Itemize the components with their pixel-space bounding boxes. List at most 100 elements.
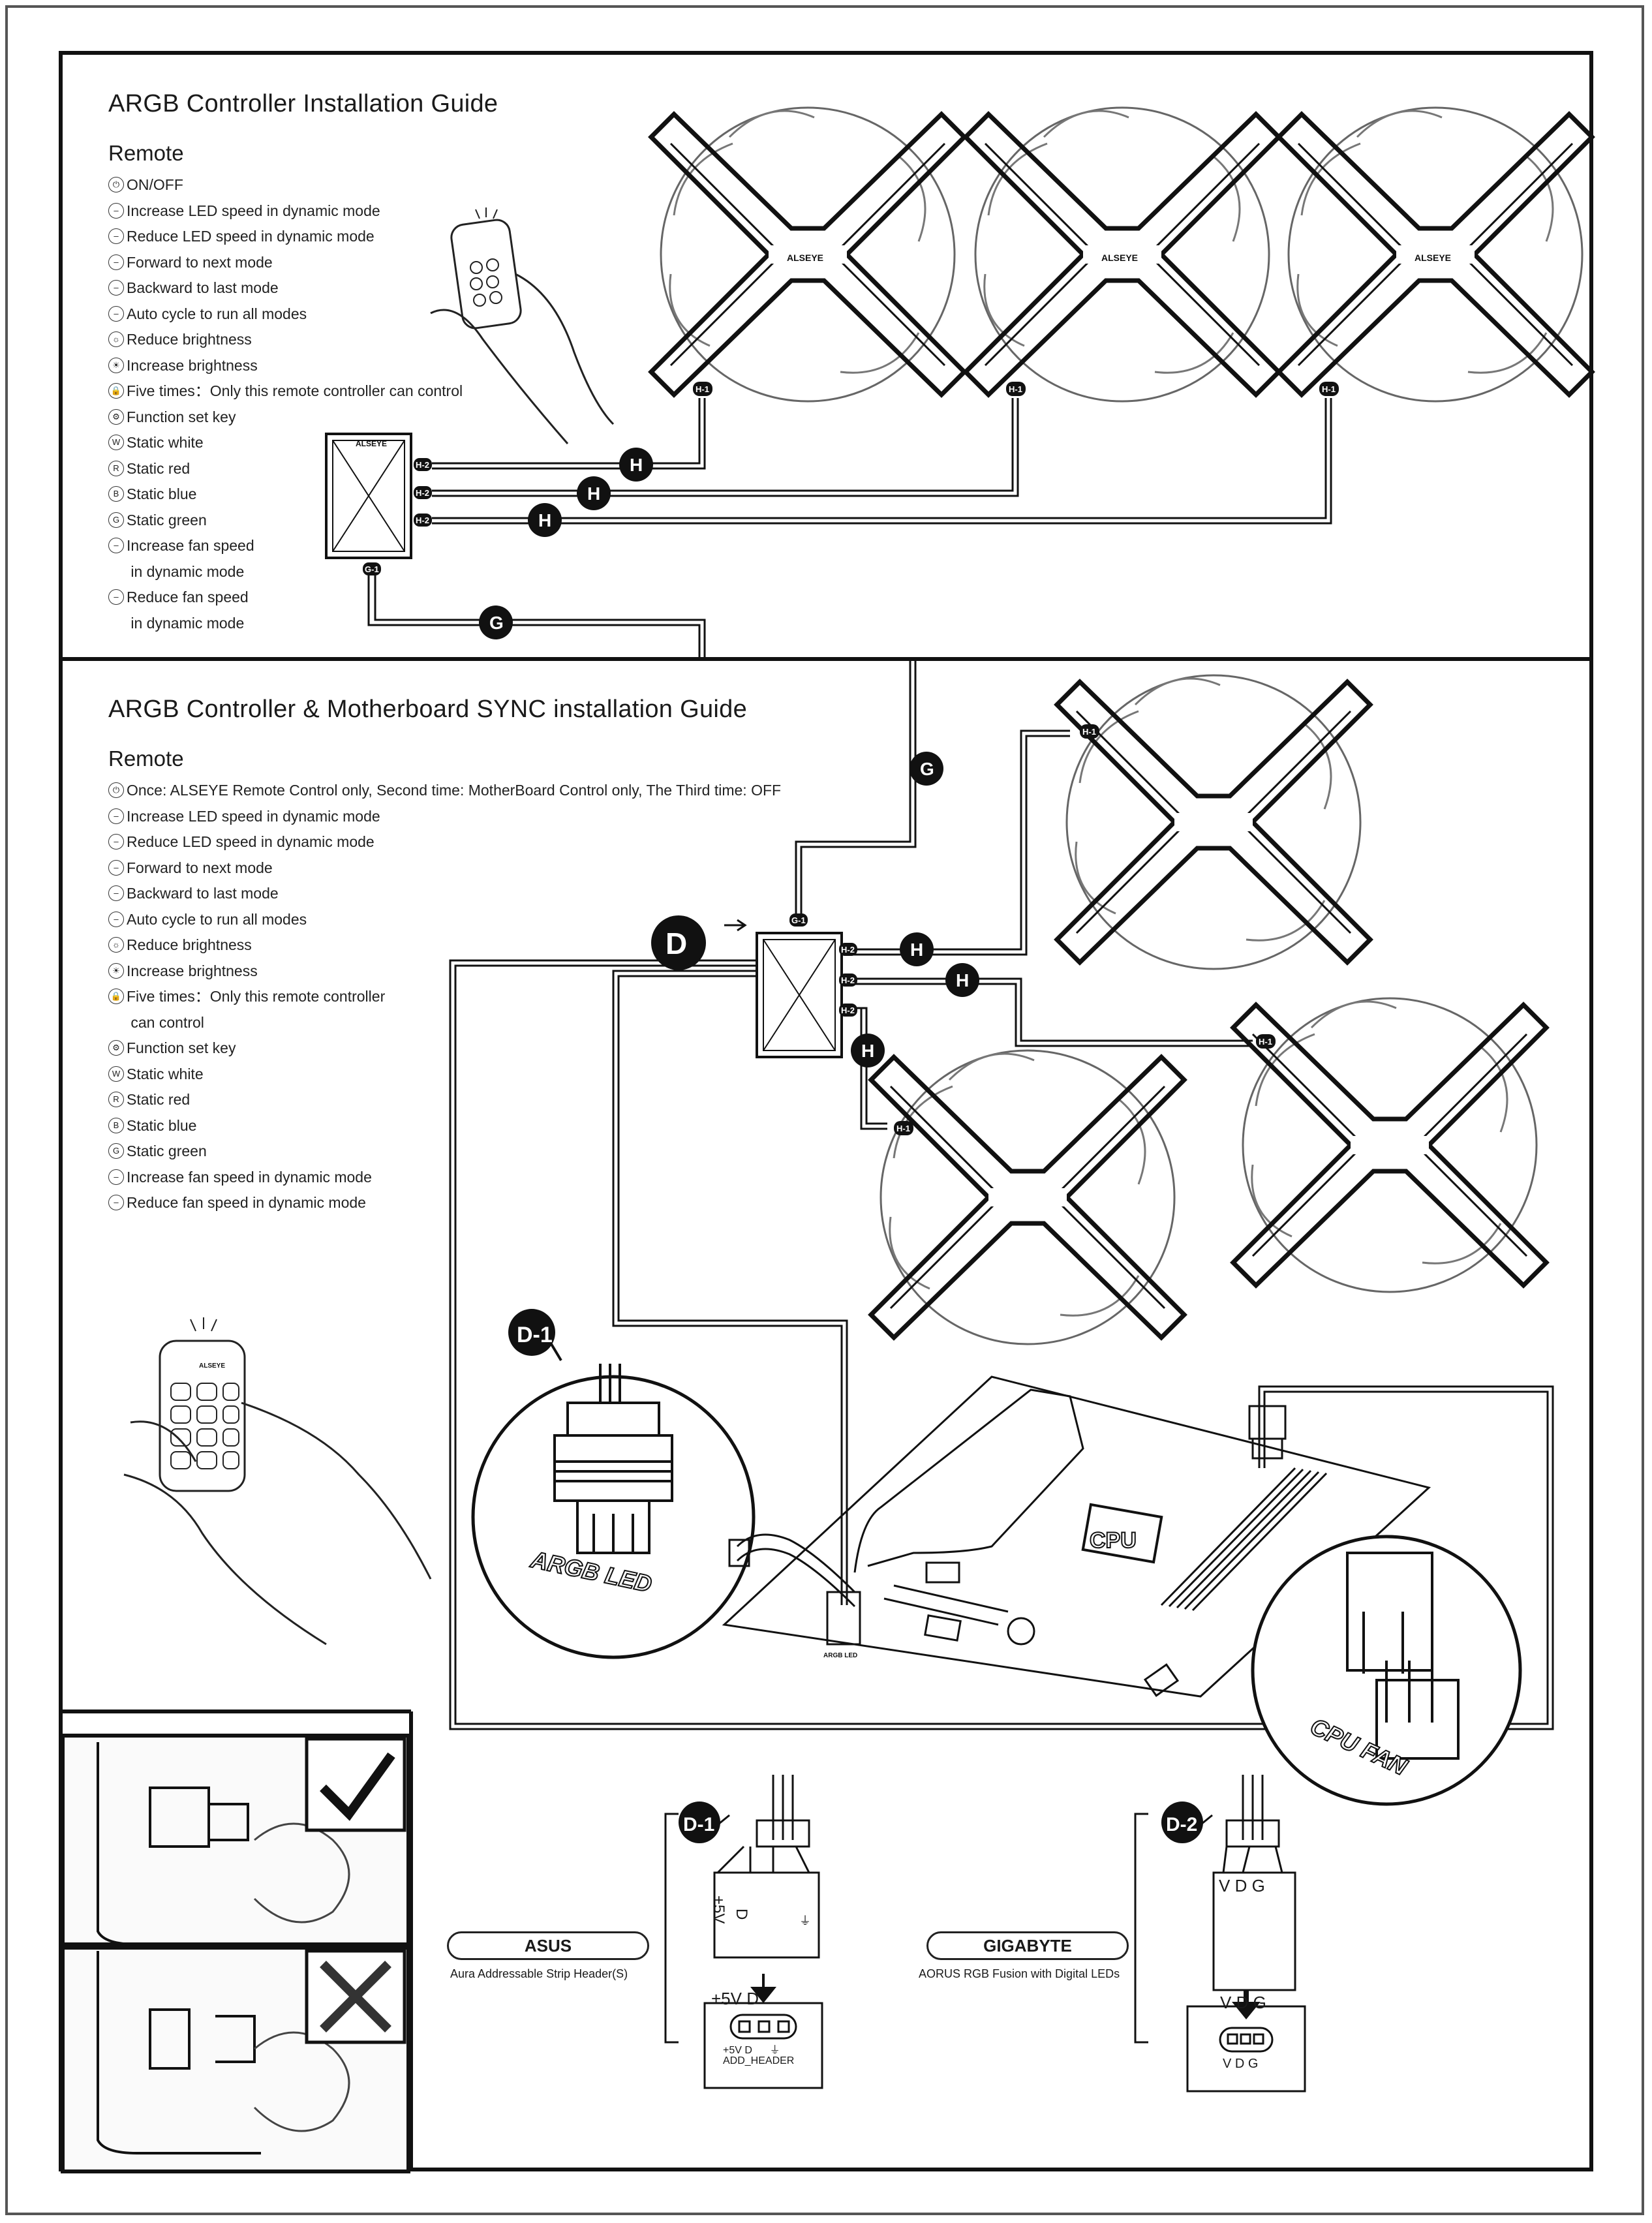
connector-labels-2: G-1 H-2 H-2 H-2 H-1 H-1 H-1 xyxy=(789,724,1276,1135)
gear-icon: ⚙ xyxy=(108,1040,124,1056)
remote-function-text: Increase fan speed in dynamic mode xyxy=(127,537,254,580)
section1-title: ARGB Controller Installation Guide xyxy=(108,90,498,117)
speed-up-icon: – xyxy=(108,808,124,824)
svg-text:H-1: H-1 xyxy=(1082,727,1096,737)
remote-function-item: ⏻ON/OFF xyxy=(108,172,463,198)
asus-pin-d: D xyxy=(733,1909,750,1920)
auto-cycle-icon: – xyxy=(108,911,124,927)
remote-function-text: Static green xyxy=(127,1142,207,1159)
remote-function-text: Five times：Only this remote controller c… xyxy=(127,382,463,399)
remote-function-item: –Forward to next mode xyxy=(108,250,463,276)
section2-remote-heading: Remote xyxy=(108,746,184,771)
asus-label: ASUS xyxy=(447,1931,649,1960)
r-icon: R xyxy=(108,1092,124,1107)
remote-in-hand-1 xyxy=(430,207,615,444)
remote-function-text: Increase LED speed in dynamic mode xyxy=(127,202,380,219)
remote-function-item: –Backward to last mode xyxy=(108,275,463,301)
backward-icon: – xyxy=(108,280,124,296)
remote-function-item: –Backward to last mode xyxy=(108,881,781,907)
gigabyte-box-pins: V D G xyxy=(1223,2057,1259,2071)
section2-title: ARGB Controller & Motherboard SYNC insta… xyxy=(108,696,747,723)
remote-function-item: –Forward to next mode xyxy=(108,855,781,882)
svg-text:H-1: H-1 xyxy=(896,1124,910,1133)
svg-text:H: H xyxy=(910,940,923,960)
brightness-up-icon: ☀ xyxy=(108,357,124,373)
connector-labels-1: H-2 H-2 H-2 G-1 H-1 H-1 H-1 xyxy=(363,382,1339,575)
fan-6 xyxy=(871,1050,1184,1344)
cpu-label: CPU xyxy=(1090,1528,1137,1553)
gigabyte-description: AORUS RGB Fusion with Digital LEDs xyxy=(919,1967,1120,1980)
w-icon: W xyxy=(108,435,124,450)
connector-photo-correct xyxy=(61,1734,410,1946)
fan-brand-2: ALSEYE xyxy=(1101,253,1138,263)
remote-function-item: –Reduce fan speed in dynamic mode xyxy=(108,585,463,636)
asus-box-pins: +5V D ⏚ xyxy=(723,2045,780,2056)
remote-function-text: Increase brightness xyxy=(127,962,258,979)
remote-function-item: ☼Reduce brightness xyxy=(108,327,463,353)
svg-text:H-1: H-1 xyxy=(1322,384,1336,394)
svg-text:H-2: H-2 xyxy=(416,515,429,525)
remote-function-item: –Reduce fan speed in dynamic mode xyxy=(108,1190,781,1216)
speed-down-icon: – xyxy=(108,228,124,244)
remote-function-item: 🔒Five times：Only this remote controller … xyxy=(108,378,463,405)
d2-gigabyte-badge: D-2 xyxy=(1166,1814,1197,1835)
section1-remote-heading: Remote xyxy=(108,141,184,165)
remote-function-text: Static white xyxy=(127,434,204,451)
remote-in-hand-2 xyxy=(123,1317,432,1646)
svg-text:H: H xyxy=(956,970,969,990)
remote-function-text: Increase LED speed in dynamic mode xyxy=(127,807,380,825)
d-badge: D xyxy=(665,927,687,960)
fan-up-icon: – xyxy=(108,538,124,553)
asus-box-name: ADD_HEADER xyxy=(723,2055,795,2066)
d1-asus-badge: D-1 xyxy=(683,1814,714,1835)
fan-brand-1: ALSEYE xyxy=(787,253,823,263)
svg-text:G: G xyxy=(920,759,934,779)
speed-down-icon: – xyxy=(108,834,124,850)
svg-text:G-1: G-1 xyxy=(791,915,806,925)
power-icon: ⏻ xyxy=(108,177,124,192)
svg-text:H-2: H-2 xyxy=(841,945,855,955)
remote-function-text: Increase brightness xyxy=(127,356,258,374)
backward-icon: – xyxy=(108,885,124,901)
b-icon: B xyxy=(108,1117,124,1133)
svg-text:ARGB LED: ARGB LED xyxy=(823,1652,857,1659)
g-icon: G xyxy=(108,1143,124,1159)
remote-function-text: Static green xyxy=(127,511,207,529)
remote-function-text: Backward to last mode xyxy=(127,885,279,902)
forward-icon: – xyxy=(108,254,124,270)
section2-remote-functions: ⏻Once: ALSEYE Remote Control only, Secon… xyxy=(108,778,781,1216)
svg-text:H: H xyxy=(630,455,643,475)
svg-text:G: G xyxy=(489,613,504,633)
speed-up-icon: – xyxy=(108,202,124,219)
remote-function-item: ⚙Function set key xyxy=(108,405,463,431)
remote-function-text: Reduce LED speed in dynamic mode xyxy=(127,833,375,850)
remote-function-text: Reduce fan speed in dynamic mode xyxy=(127,589,249,632)
svg-text:H: H xyxy=(587,483,600,504)
guide-frame xyxy=(59,51,1593,2171)
brightness-down-icon: ☼ xyxy=(108,937,124,953)
fan-down-icon: – xyxy=(108,589,124,605)
svg-text:H-1: H-1 xyxy=(1009,384,1022,394)
asus-pin-gnd: ⏚ xyxy=(799,1914,811,1927)
gigabyte-label: GIGABYTE xyxy=(926,1931,1129,1960)
lock-icon: 🔒 xyxy=(108,989,124,1004)
fan-down-icon: – xyxy=(108,1195,124,1210)
page-border xyxy=(5,5,1644,2215)
brightness-down-icon: ☼ xyxy=(108,331,124,347)
remote-function-text: Five times：Only this remote controller c… xyxy=(127,988,386,1031)
remote-function-text: Static red xyxy=(127,459,191,477)
gigabyte-pins-top: V D G xyxy=(1219,1876,1265,1895)
remote-function-item: –Increase LED speed in dynamic mode xyxy=(108,804,781,830)
lock-icon: 🔒 xyxy=(108,383,124,399)
remote-function-text: Function set key xyxy=(127,408,236,425)
remote-function-item: –Reduce LED speed in dynamic mode xyxy=(108,829,781,855)
svg-text:H-1: H-1 xyxy=(696,384,709,394)
